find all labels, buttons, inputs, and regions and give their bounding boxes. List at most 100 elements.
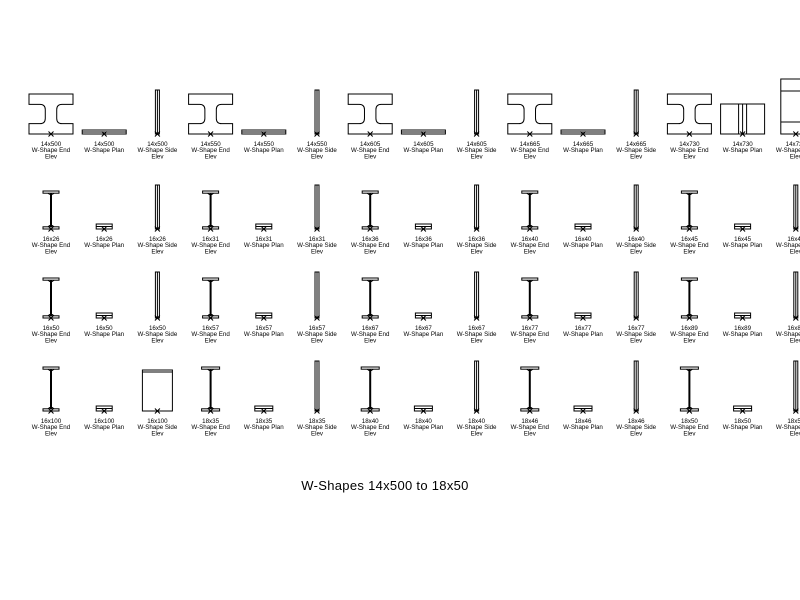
block-view-label: W-Shape Plan (404, 424, 444, 431)
insertion-point-marker (739, 226, 746, 232)
block-size-label: 18x50 (681, 418, 698, 425)
block-view-label: W-Shape Plan (84, 424, 124, 431)
insertion-point-marker (633, 315, 640, 321)
block-size-label: 14x665 (520, 141, 541, 148)
insertion-point-marker (154, 226, 161, 232)
insertion-point-marker (48, 408, 54, 414)
insertion-point-marker (686, 131, 693, 137)
insertion-point-marker (792, 131, 799, 137)
block-view-label: W-Shape Plan (563, 147, 603, 154)
block-view-label: W-Shape Plan (404, 147, 444, 154)
block-size-label: 14x500 (94, 141, 115, 148)
insertion-point-marker (473, 226, 480, 232)
block-size-label: 16x89 (681, 325, 698, 332)
block-size-label: 16x100 (147, 418, 168, 425)
block-size-label: 16x50 (43, 325, 60, 332)
block-size-label: 16x67 (415, 325, 432, 332)
insertion-point-marker (48, 226, 54, 232)
fillet (366, 192, 374, 228)
block-size-label: 16x77 (575, 325, 592, 332)
insertion-point-marker (473, 315, 480, 321)
insertion-point-marker (101, 408, 108, 414)
block-size-label: 16x67 (362, 325, 379, 332)
block-size-label: 16x100 (94, 418, 115, 425)
insertion-point-marker (580, 226, 586, 232)
block-size-label: 18x35 (202, 418, 219, 425)
block-size-label: 18x50 (734, 418, 751, 425)
insertion-point-marker (367, 315, 374, 321)
block-size-label: 16x31 (202, 236, 219, 243)
insertion-point-marker (154, 408, 161, 414)
insertion-point-marker (792, 226, 799, 232)
insertion-point-marker (207, 131, 214, 137)
